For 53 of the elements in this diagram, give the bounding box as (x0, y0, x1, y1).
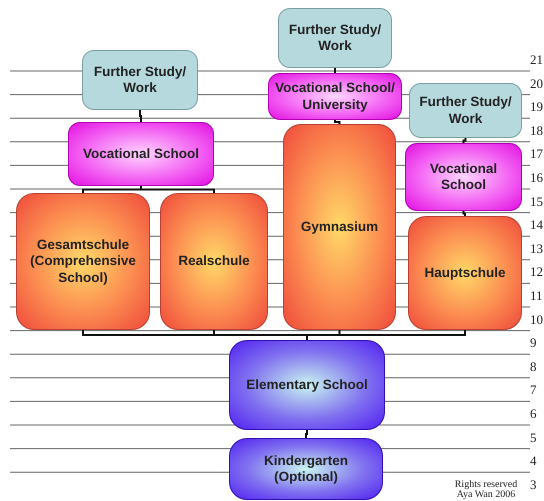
node-label: Further Study/ Work (418, 94, 513, 127)
connector-line (462, 138, 466, 143)
age-number: 4 (530, 453, 536, 470)
rounded-box (160, 193, 268, 330)
age-number: 10 (530, 312, 543, 328)
age-number: 13 (530, 240, 543, 257)
node-label: Vocational School (82, 146, 200, 162)
node-label: Further Study/ Work (92, 64, 188, 96)
connector-line (305, 430, 308, 438)
rounded-box (229, 438, 383, 500)
rounded-box (278, 8, 392, 68)
node-label: Gymnasium (300, 218, 380, 236)
age-number: 14 (530, 217, 543, 234)
node-label: Realschule (177, 253, 251, 270)
age-number: 7 (530, 382, 536, 398)
rounded-box (82, 50, 198, 110)
copyright-note: Rights reserved Aya Wan 2006 (454, 480, 518, 500)
rounded-box (268, 73, 402, 120)
node-label: Vocational School (428, 160, 498, 194)
rounded-box (405, 143, 522, 211)
connector-line (334, 120, 340, 124)
age-number: 9 (530, 335, 536, 352)
node-label: Gesamtschule (Comprehensive School) (29, 237, 137, 286)
node-label: Elementary School (245, 376, 369, 394)
connector-line (140, 186, 215, 193)
age-number: 3 (530, 476, 536, 493)
rounded-box (68, 122, 214, 186)
age-number: 8 (530, 358, 536, 375)
rounded-box (283, 124, 396, 330)
age-number: 17 (530, 146, 543, 162)
age-number: 19 (530, 99, 543, 116)
connector-line (334, 68, 336, 73)
age-number: 16 (530, 170, 543, 186)
age-number: 5 (530, 430, 536, 446)
connector-line (462, 211, 466, 216)
age-number: 20 (530, 76, 543, 92)
age-number: 11 (530, 288, 543, 304)
connector-line (139, 110, 142, 122)
connector-line (82, 186, 142, 193)
rounded-box (229, 340, 385, 430)
age-number: 15 (530, 194, 543, 210)
age-number: 18 (530, 122, 543, 139)
rounded-box (16, 193, 150, 330)
age-number: 12 (530, 264, 543, 280)
node-label: Vocational School/ University (274, 80, 396, 113)
rounded-box (409, 83, 522, 138)
rounded-box (408, 216, 522, 330)
connector-line (306, 330, 466, 340)
node-label: Further Study/ Work (288, 22, 382, 54)
age-number: 21 (530, 52, 543, 68)
node-label: Hauptschule (423, 264, 506, 282)
age-number: 6 (530, 406, 536, 422)
node-label: Kindergarten (Optional) (262, 452, 349, 486)
